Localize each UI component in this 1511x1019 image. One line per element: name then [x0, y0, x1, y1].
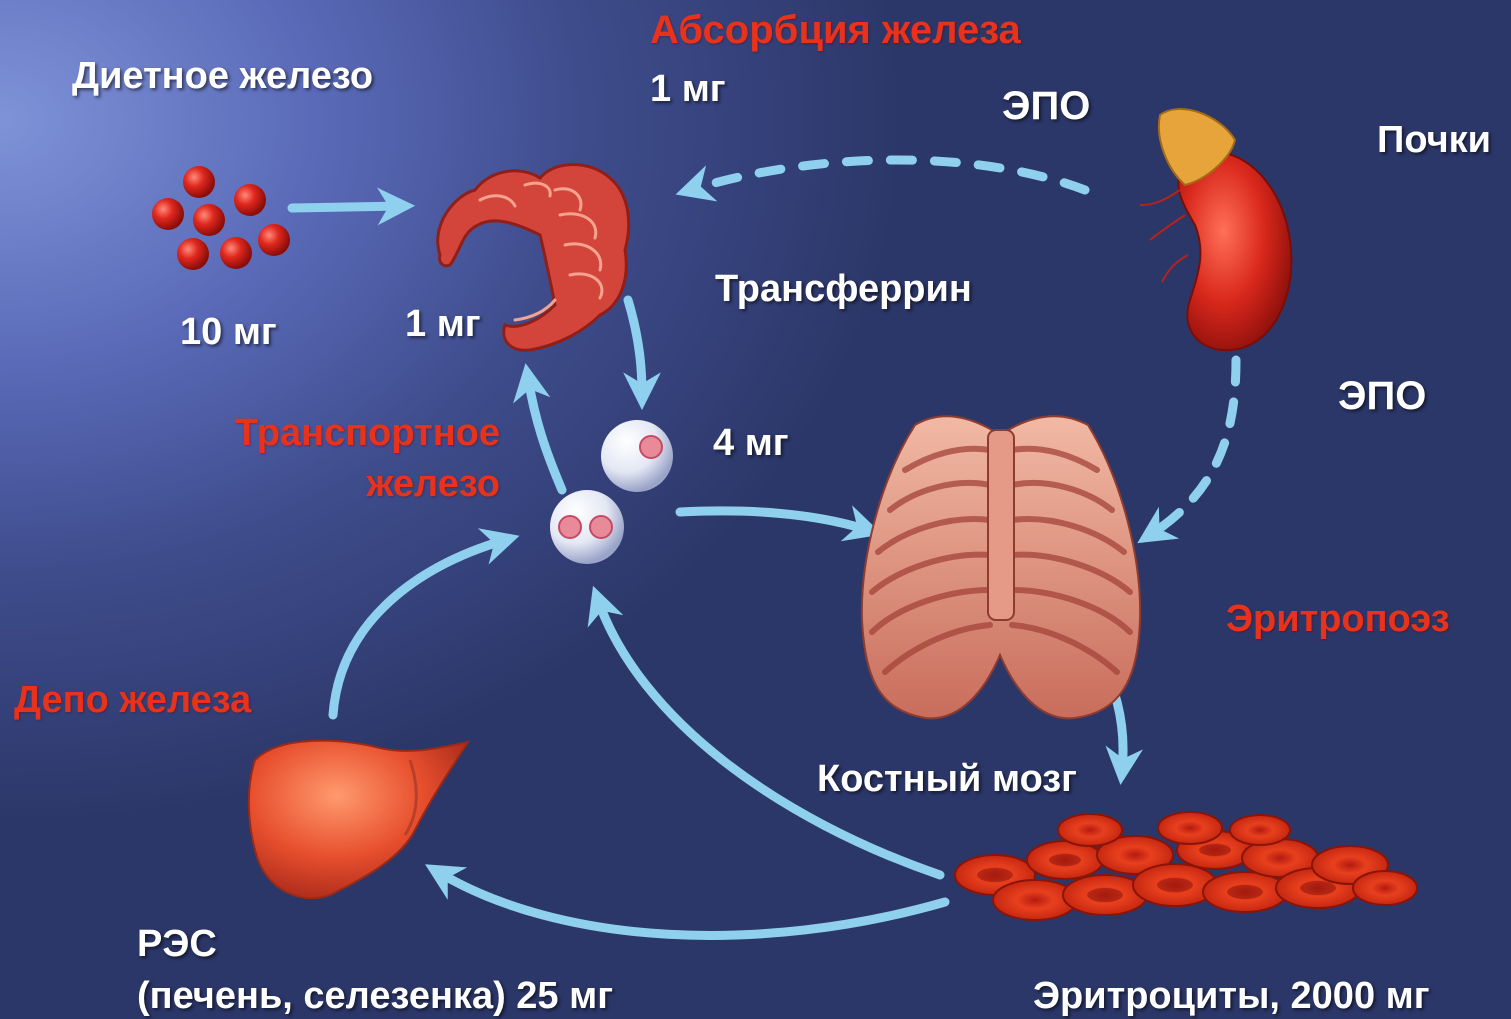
- kidney-icon: [1140, 109, 1291, 350]
- transport-iron-label-line1: Транспортное: [205, 414, 500, 454]
- arrow-depot-to-transferrin: [333, 540, 505, 715]
- arrow-epo-to-marrow: [1150, 360, 1236, 535]
- gut-amount: 1 мг: [405, 305, 481, 345]
- ribcage-icon: [862, 416, 1140, 718]
- dietary-amount: 10 мг: [180, 313, 277, 353]
- transferrin-label: Трансферрин: [715, 270, 972, 310]
- transport-amount: 4 мг: [713, 424, 789, 464]
- iron-depot-label: Депо железа: [14, 681, 251, 721]
- res-label-line1: РЭС: [137, 925, 217, 965]
- arrow-erythrocytes-to-liver: [438, 872, 945, 935]
- arrow-transferrin-to-gut: [528, 378, 562, 490]
- transferrin-icon: [550, 420, 673, 564]
- arrow-gut-to-transferrin: [628, 300, 642, 395]
- arrow-transferrin-to-marrow: [680, 511, 868, 530]
- absorption-amount: 1 мг: [650, 70, 726, 110]
- erythrocytes-icon: [955, 812, 1417, 920]
- erythropoiesis-label: Эритропоэз: [1226, 600, 1450, 640]
- arrow-epo-to-gut: [690, 160, 1085, 190]
- iron-pellets-icon: [152, 166, 290, 270]
- bone-marrow-label: Костный мозг: [817, 760, 1077, 800]
- absorption-title: Абсорбция железа: [650, 9, 1021, 51]
- epo-right-label: ЭПО: [1338, 375, 1426, 417]
- transport-iron-label-line2: железо: [205, 465, 500, 505]
- res-label-line2: (печень, селезенка) 25 мг: [137, 977, 613, 1017]
- arrow-diet-to-gut: [292, 206, 400, 208]
- kidneys-label: Почки: [1377, 121, 1491, 161]
- dietary-iron-label: Диетное железо: [72, 57, 373, 97]
- erythrocytes-label: Эритроциты, 2000 мг: [1033, 977, 1430, 1017]
- epo-top-label: ЭПО: [1002, 85, 1090, 127]
